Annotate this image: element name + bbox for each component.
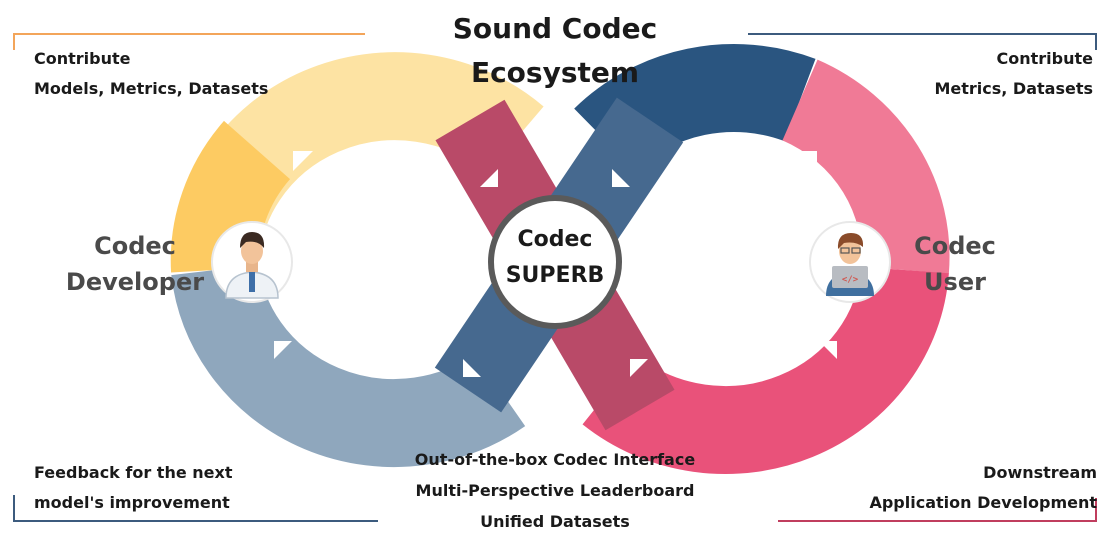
top-left-line-2: Models, Metrics, Datasets bbox=[34, 79, 269, 98]
arrow-markers bbox=[274, 151, 837, 377]
bottom-left-annotation: Feedback for the next model's improvemen… bbox=[34, 458, 232, 518]
bottom-right-line-2: Application Development bbox=[869, 493, 1097, 512]
top-left-line-1: Contribute bbox=[34, 49, 131, 68]
arrow-marker-icon bbox=[797, 151, 817, 171]
right-loop-right-segment bbox=[781, 59, 950, 274]
svg-text:</>: </> bbox=[842, 275, 859, 285]
bottom-left-line-1: Feedback for the next bbox=[34, 463, 233, 482]
arrow-marker-icon bbox=[293, 151, 313, 171]
arrow-marker-icon bbox=[274, 341, 292, 359]
developer-avatar-icon bbox=[211, 221, 293, 303]
top-right-line-2: Metrics, Datasets bbox=[934, 79, 1093, 98]
center-label: Codec SUPERB bbox=[495, 222, 615, 294]
center-circle bbox=[488, 195, 622, 329]
bottom-center-annotation: Out-of-the-box Codec Interface Multi-Per… bbox=[380, 444, 730, 537]
user-label: Codec User bbox=[900, 228, 1010, 300]
bottom-right-line-1: Downstream bbox=[983, 463, 1097, 482]
bottom-right-bracket-line bbox=[778, 498, 1097, 522]
top-right-bracket-line bbox=[748, 33, 1097, 50]
top-right-annotation: Contribute Metrics, Datasets bbox=[934, 44, 1093, 104]
developer-label-line-2: Developer bbox=[65, 268, 205, 296]
arrow-marker-icon bbox=[612, 169, 630, 187]
title-line-1: Sound Codec bbox=[452, 12, 658, 45]
arrow-marker-icon bbox=[480, 169, 498, 187]
developer-label: Codec Developer bbox=[55, 228, 215, 300]
arrow-marker-icon bbox=[630, 359, 648, 377]
bottom-left-bracket-line bbox=[13, 495, 378, 522]
feature-leaderboard: Multi-Perspective Leaderboard bbox=[415, 481, 695, 500]
center-label-line-1: Codec bbox=[517, 227, 593, 252]
user-label-line-1: Codec bbox=[914, 232, 996, 260]
bottom-right-annotation: Downstream Application Development bbox=[869, 458, 1097, 518]
title-line-2: Ecosystem bbox=[470, 56, 640, 89]
top-left-annotation: Contribute Models, Metrics, Datasets bbox=[34, 44, 268, 104]
user-label-line-2: User bbox=[924, 268, 986, 296]
right-loop-bottom-segment bbox=[582, 265, 949, 474]
developer-label-line-1: Codec bbox=[94, 232, 176, 260]
feature-interface: Out-of-the-box Codec Interface bbox=[414, 450, 696, 469]
arrow-marker-icon bbox=[819, 341, 837, 359]
bottom-left-line-2: model's improvement bbox=[34, 493, 230, 512]
top-left-bracket-line bbox=[13, 33, 365, 50]
diagram-title: Sound Codec Ecosystem bbox=[400, 7, 710, 95]
center-label-line-2: SUPERB bbox=[505, 263, 605, 288]
feature-datasets: Unified Datasets bbox=[480, 512, 630, 531]
left-loop-bottom-segment bbox=[171, 263, 526, 468]
arrow-marker-icon bbox=[463, 359, 481, 377]
top-right-line-1: Contribute bbox=[996, 49, 1094, 68]
user-avatar-icon: </> bbox=[809, 221, 891, 303]
